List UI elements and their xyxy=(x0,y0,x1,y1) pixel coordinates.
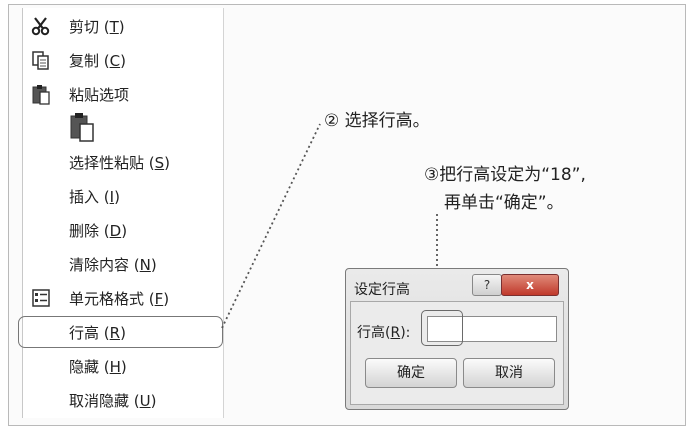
menu-item-clear-contents[interactable]: 清除内容 (N) xyxy=(69,255,157,274)
menu-item-row-height[interactable]: 行高 (R) xyxy=(69,323,126,342)
menu-item-hide[interactable]: 隐藏 (H) xyxy=(69,357,127,376)
annotation-step3-line1: ③把行高设定为“18”, xyxy=(424,165,586,185)
dialog-body: 行高(R): 确定 取消 xyxy=(350,301,564,405)
menu-item-insert[interactable]: 插入 (I) xyxy=(69,187,120,206)
cancel-button[interactable]: 取消 xyxy=(463,358,555,388)
scissors-icon xyxy=(29,14,53,38)
copy-icon xyxy=(29,48,53,72)
menu-item-cut[interactable]: 剪切 (T) xyxy=(23,10,223,42)
paste-icon[interactable] xyxy=(69,112,95,142)
context-menu: 剪切 (T) 复制 (C) 粘贴选项 xyxy=(22,8,224,418)
annotation-step3-line2: 再单击“确定”。 xyxy=(444,193,564,213)
format-cells-icon xyxy=(29,286,53,310)
ok-button[interactable]: 确定 xyxy=(365,358,457,388)
menu-item-paste-special[interactable]: 选择性粘贴 (S) xyxy=(69,153,171,172)
callout-line-step2 xyxy=(221,123,321,329)
menu-item-format-cells[interactable]: 单元格格式 (F) xyxy=(23,282,223,314)
menu-item-paste-options: 粘贴选项 xyxy=(23,78,223,110)
row-height-label: 行高(R): xyxy=(357,325,411,341)
clipboard-icon xyxy=(29,82,53,106)
row-height-highlight xyxy=(18,316,223,348)
dialog-title: 设定行高 xyxy=(354,282,410,298)
row-height-input[interactable] xyxy=(427,316,557,342)
input-highlight xyxy=(421,310,463,346)
help-button[interactable]: ? xyxy=(472,274,502,296)
menu-item-unhide[interactable]: 取消隐藏 (U) xyxy=(69,391,157,410)
annotation-step2: ② 选择行高。 xyxy=(324,111,430,131)
row-height-dialog: 设定行高 ? x 行高(R): 确定 取消 xyxy=(345,268,569,410)
menu-item-copy[interactable]: 复制 (C) xyxy=(23,44,223,76)
menu-item-delete[interactable]: 删除 (D) xyxy=(69,221,128,240)
close-button[interactable]: x xyxy=(501,274,559,296)
